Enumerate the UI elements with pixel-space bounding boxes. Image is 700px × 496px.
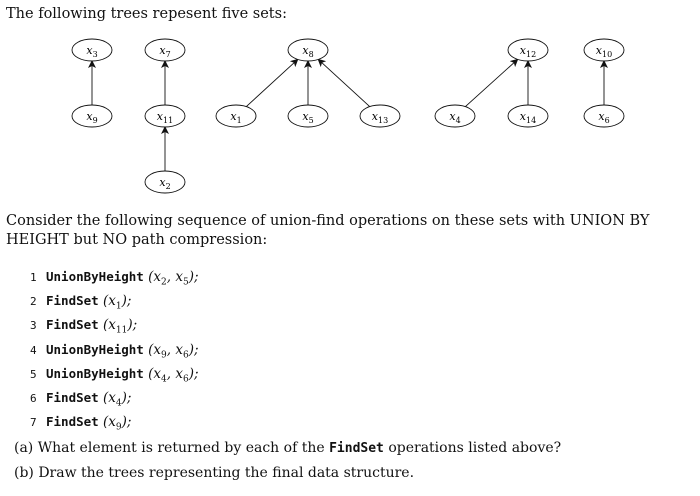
operation-number: 3	[30, 319, 37, 333]
node-label: x7	[159, 44, 170, 59]
node-x3: x3	[71, 38, 113, 62]
node-ellipse	[583, 104, 625, 128]
node-ellipse	[434, 104, 476, 128]
node-label: x14	[520, 110, 536, 125]
operation-name: FindSet	[46, 317, 99, 333]
node-x6: x6	[583, 104, 625, 128]
operation-args: (x4);	[98, 389, 132, 409]
operation-name: UnionByHeight	[46, 341, 144, 357]
node-ellipse	[507, 104, 549, 128]
question-list: (a) What element is returned by each of …	[14, 436, 561, 485]
union-find-trees-diagram: x3 x9 x7 x11 x2 x8 x1 x5 x13 x12 x4 x14 x10 x6	[71, 38, 625, 194]
node-x12: x12	[507, 38, 549, 62]
question-a: (a) What element is returned by each of …	[14, 440, 562, 456]
node-ellipse	[287, 104, 329, 128]
node-ellipse	[71, 38, 113, 62]
operation-args: (x1);	[98, 293, 132, 312]
operation-number: 1	[30, 271, 37, 284]
node-x14: x14	[507, 104, 549, 128]
node-label: x11	[157, 110, 173, 125]
operation-number: 2	[30, 295, 37, 309]
operation-name: FindSet	[46, 414, 99, 430]
edge-x1-to-x8	[245, 58, 299, 107]
operation-args: (x4, x6);	[143, 365, 199, 385]
node-label: x8	[302, 44, 313, 59]
operation-number: 6	[30, 391, 37, 405]
node-label: x4	[449, 110, 460, 125]
node-label: x13	[372, 110, 388, 125]
edge-x4-to-x12	[465, 58, 519, 107]
operation-line: 4 UnionByHeight (x9, x6);	[30, 341, 199, 365]
node-x10: x10	[583, 38, 625, 62]
operation-name: UnionByHeight	[46, 269, 144, 284]
node-x9: x9	[71, 104, 113, 128]
node-label: x3	[86, 44, 97, 59]
operation-name: FindSet	[46, 293, 99, 309]
node-x5: x5	[287, 104, 329, 128]
node-x13: x13	[359, 104, 401, 128]
operation-name: FindSet	[46, 389, 99, 405]
node-ellipse	[144, 104, 186, 128]
operation-line: 2 FindSet (x1);	[30, 292, 199, 316]
operation-number: 7	[30, 416, 37, 430]
node-label: x9	[86, 110, 97, 125]
node-label: x12	[520, 44, 536, 59]
operation-args: (x9);	[98, 414, 132, 433]
operation-args: (x11);	[98, 317, 138, 337]
node-label: x1	[230, 110, 241, 125]
node-x8: x8	[287, 38, 329, 62]
operation-args: (x2, x5);	[143, 269, 199, 288]
edge-x13-to-x8	[317, 58, 371, 107]
problem-paragraph: Consider the following sequence of union…	[6, 213, 650, 248]
node-ellipse	[144, 38, 186, 62]
findset-code: FindSet	[329, 441, 384, 456]
node-ellipse	[71, 104, 113, 128]
node-x4: x4	[434, 104, 476, 128]
node-ellipse	[583, 38, 625, 62]
question-b: (b) Draw the trees representing the fina…	[14, 465, 415, 481]
node-ellipse	[359, 104, 401, 128]
operation-line: 7 FindSet (x9);	[30, 413, 199, 437]
node-ellipse	[287, 38, 329, 62]
node-ellipse	[507, 38, 549, 62]
node-label: x6	[598, 110, 609, 125]
operation-args: (x9, x6);	[143, 341, 199, 361]
node-x2: x2	[144, 170, 186, 194]
node-label: x2	[159, 176, 170, 191]
operation-number: 4	[30, 343, 37, 357]
node-ellipse	[144, 170, 186, 194]
node-ellipse	[215, 104, 257, 128]
operation-name: UnionByHeight	[46, 365, 144, 381]
operation-line: 3 FindSet (x11);	[30, 316, 199, 340]
node-x11: x11	[144, 104, 186, 128]
operation-line: 1 UnionByHeight (x2, x5);	[30, 268, 199, 292]
operation-line: 6 FindSet (x4);	[30, 389, 199, 413]
node-x1: x1	[215, 104, 257, 128]
operation-number: 5	[30, 367, 37, 381]
intro-text: The following trees repesent five sets:	[6, 6, 287, 22]
node-x7: x7	[144, 38, 186, 62]
operation-line: 5 UnionByHeight (x4, x6);	[30, 365, 199, 389]
node-label: x10	[596, 44, 612, 59]
node-label: x5	[302, 110, 313, 125]
